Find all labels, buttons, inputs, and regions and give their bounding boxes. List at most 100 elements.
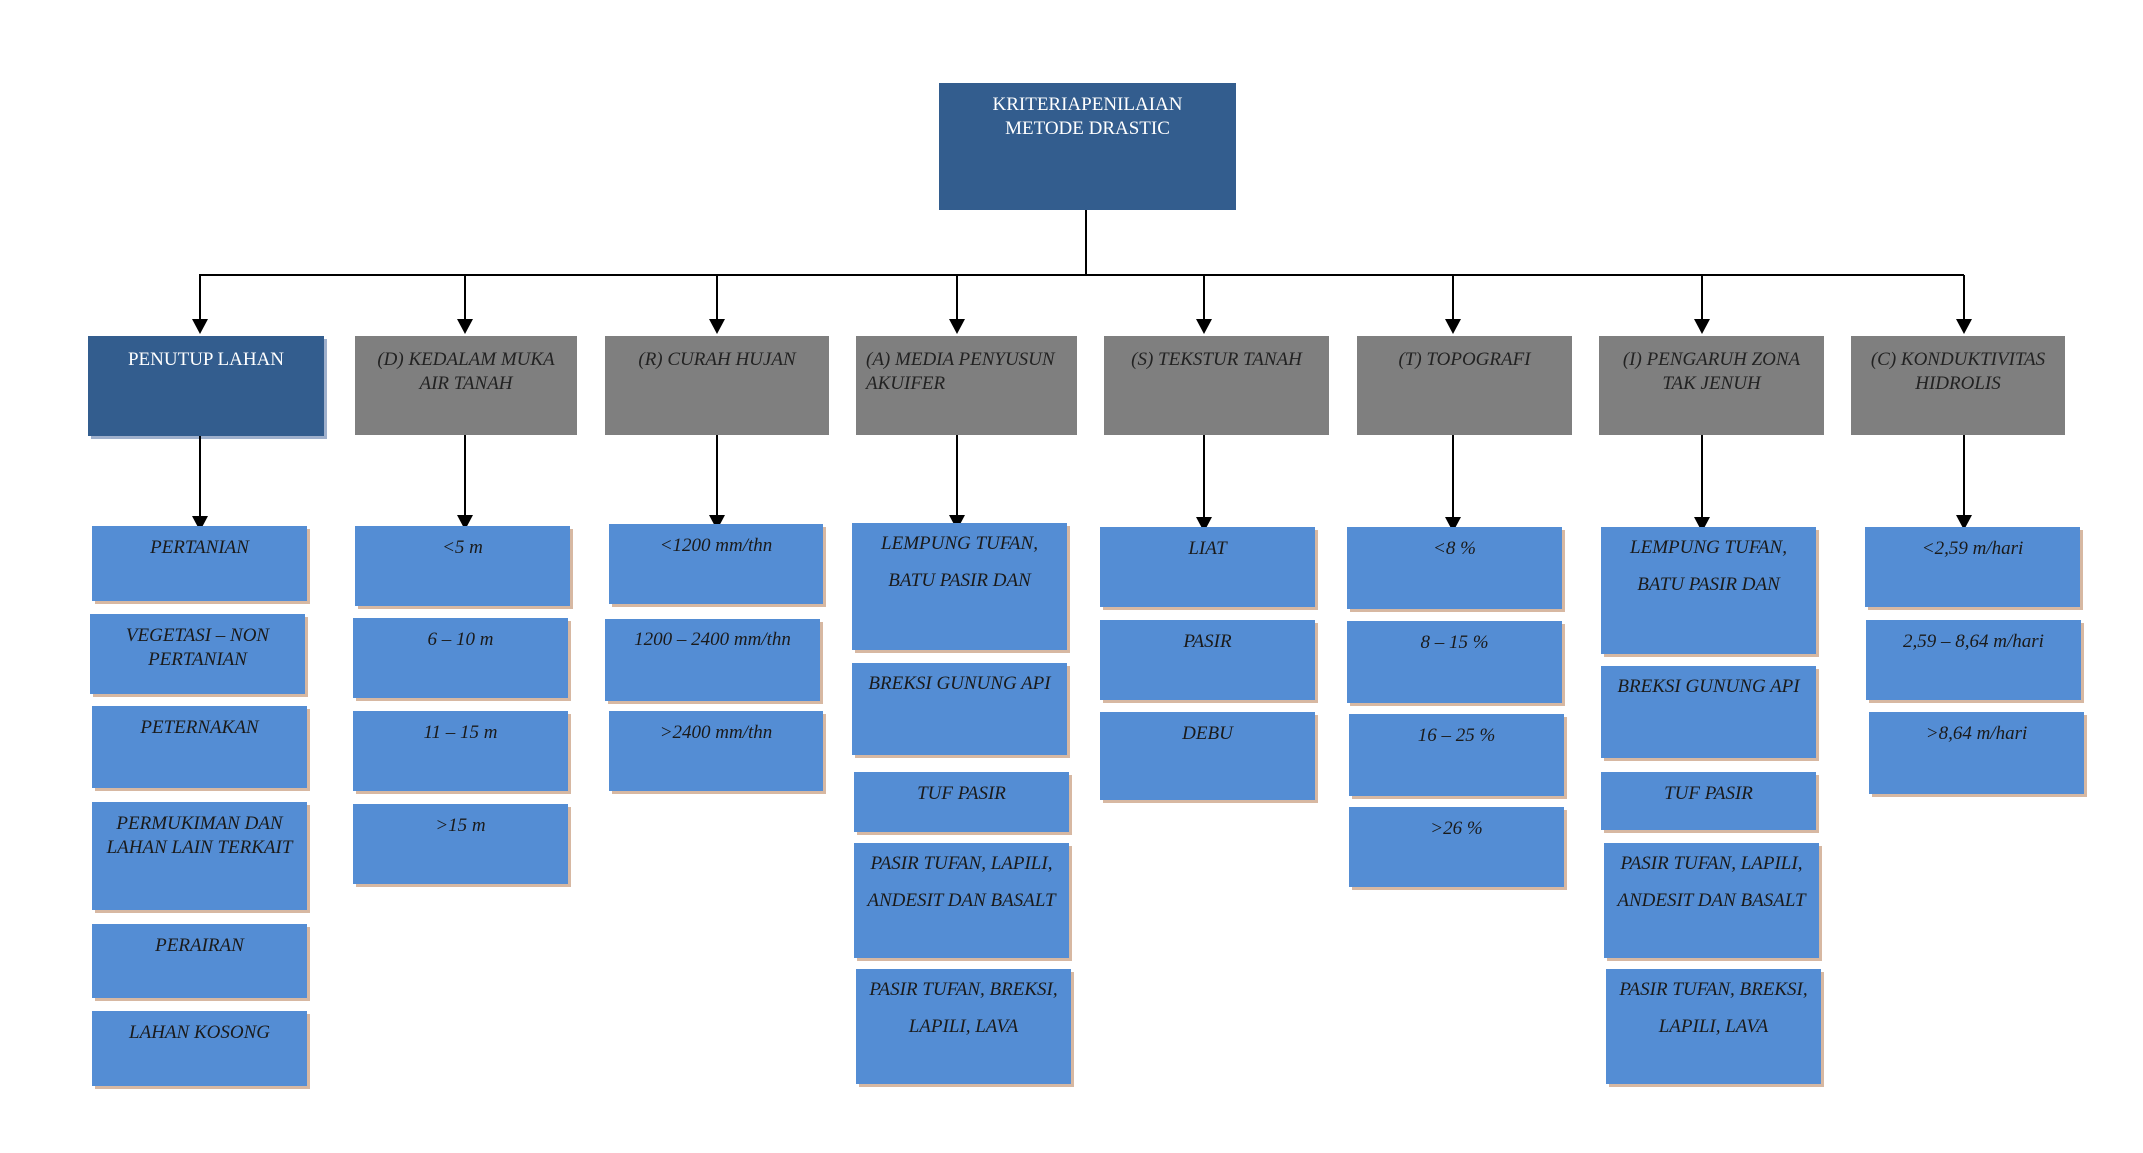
node-label: <1200 mm/thn — [659, 535, 773, 556]
header-konduktivitas-hidrolis: (C) KONDUKTIVITAS HIDROLIS — [1851, 336, 2065, 435]
node-label: 1200 – 2400 mm/thn — [634, 629, 791, 650]
arrow-head — [1445, 319, 1461, 334]
leaf-konduktivitas-1: <2,59 m/hari — [1865, 527, 2080, 607]
leaf-curah-hujan-1: <1200 mm/thn — [609, 524, 823, 604]
header-zona-tak-jenuh: (I) PENGARUH ZONA TAK JENUH — [1599, 336, 1824, 435]
leaf-akuifer-4: PASIR TUFAN, LAPILI, ANDESIT DAN BASALT — [854, 843, 1069, 958]
leaf-topografi-4: >26 % — [1349, 807, 1564, 887]
drop-line — [956, 275, 958, 319]
node-label: DEBU — [1182, 723, 1233, 744]
node-label: (A) MEDIA PENYUSUN AKUIFER — [866, 349, 1055, 394]
header-topografi: (T) TOPOGRAFI — [1357, 336, 1572, 435]
drop-line — [199, 436, 201, 518]
node-label: PERMUKIMAN DAN LAHAN LAIN TERKAIT — [106, 813, 293, 858]
leaf-zona-1: LEMPUNG TUFAN, BATU PASIR DAN — [1601, 527, 1816, 654]
node-label: >8,64 m/hari — [1925, 723, 2028, 744]
arrow-head — [1956, 319, 1972, 334]
node-label: <5 m — [442, 537, 483, 558]
header-media-akuifer: (A) MEDIA PENYUSUN AKUIFER — [856, 336, 1077, 435]
drop-line — [464, 275, 466, 319]
node-label: LEMPUNG TUFAN, BATU PASIR DAN — [881, 533, 1038, 591]
node-label: BREKSI GUNUNG API — [868, 673, 1051, 694]
node-label: VEGETASI – NON PERTANIAN — [125, 625, 270, 670]
drop-line — [1963, 275, 1965, 319]
arrow-head — [1694, 319, 1710, 334]
drop-line — [1203, 275, 1205, 319]
root-node: KRITERIAPENILAIAN METODE DRASTIC — [939, 83, 1236, 210]
node-label: PERTANIAN — [150, 537, 249, 558]
node-label: (R) CURAH HUJAN — [638, 349, 796, 370]
node-label: 2,59 – 8,64 m/hari — [1903, 631, 2044, 652]
drop-line — [716, 435, 718, 517]
node-label: 16 – 25 % — [1417, 725, 1496, 746]
node-label: LEMPUNG TUFAN, BATU PASIR DAN — [1630, 537, 1787, 595]
header-penutup-lahan: PENUTUP LAHAN — [88, 336, 324, 436]
leaf-topografi-1: <8 % — [1347, 527, 1562, 609]
leaf-kedalaman-4: >15 m — [353, 804, 568, 884]
node-label: (D) KEDALAM MUKA AIR TANAH — [377, 349, 555, 394]
leaf-akuifer-2: BREKSI GUNUNG API — [852, 663, 1067, 755]
node-label: (I) PENGARUH ZONA TAK JENUH — [1622, 349, 1801, 394]
leaf-curah-hujan-3: >2400 mm/thn — [609, 711, 823, 791]
node-label: <8 % — [1433, 538, 1476, 559]
drop-line — [1452, 275, 1454, 319]
drop-line — [1203, 435, 1205, 519]
leaf-topografi-3: 16 – 25 % — [1349, 714, 1564, 796]
arrow-head — [457, 319, 473, 334]
node-label: 8 – 15 % — [1420, 632, 1489, 653]
leaf-zona-2: BREKSI GUNUNG API — [1601, 666, 1816, 758]
leaf-akuifer-3: TUF PASIR — [854, 772, 1069, 832]
node-label: (S) TEKSTUR TANAH — [1131, 349, 1302, 370]
drop-line — [1701, 435, 1703, 519]
node-label: (T) TOPOGRAFI — [1398, 349, 1531, 370]
leaf-kedalaman-2: 6 – 10 m — [353, 618, 568, 698]
leaf-vegetasi-non-pertanian: VEGETASI – NON PERTANIAN — [90, 614, 305, 694]
leaf-akuifer-5: PASIR TUFAN, BREKSI, LAPILI, LAVA — [856, 969, 1071, 1084]
node-label: PASIR TUFAN, LAPILI, ANDESIT DAN BASALT — [867, 853, 1056, 911]
node-label: PASIR TUFAN, BREKSI, LAPILI, LAVA — [1619, 979, 1808, 1037]
leaf-permukiman: PERMUKIMAN DAN LAHAN LAIN TERKAIT — [92, 802, 307, 910]
leaf-akuifer-1: LEMPUNG TUFAN, BATU PASIR DAN — [852, 523, 1067, 650]
arrow-head — [1956, 515, 1972, 530]
node-label: PERAIRAN — [155, 935, 244, 956]
arrow-head — [192, 319, 208, 334]
leaf-tekstur-2: PASIR — [1100, 620, 1315, 700]
leaf-curah-hujan-2: 1200 – 2400 mm/thn — [605, 619, 820, 701]
arrow-head — [949, 319, 965, 334]
root-title-line2: METODE DRASTIC — [1005, 118, 1170, 139]
leaf-lahan-kosong: LAHAN KOSONG — [92, 1011, 307, 1086]
leaf-kedalaman-3: 11 – 15 m — [353, 711, 568, 791]
node-label: PASIR TUFAN, LAPILI, ANDESIT DAN BASALT — [1617, 853, 1806, 911]
root-connector — [1085, 210, 1087, 275]
leaf-pertanian: PERTANIAN — [92, 526, 307, 601]
drop-line — [1701, 275, 1703, 319]
node-label: TUF PASIR — [917, 783, 1006, 804]
header-curah-hujan: (R) CURAH HUJAN — [605, 336, 829, 435]
node-label: LAHAN KOSONG — [129, 1022, 270, 1043]
leaf-zona-3: TUF PASIR — [1601, 772, 1816, 830]
node-label: (C) KONDUKTIVITAS HIDROLIS — [1870, 349, 2046, 394]
node-label: TUF PASIR — [1664, 783, 1753, 804]
drop-line — [716, 275, 718, 319]
node-label: PASIR — [1183, 631, 1232, 652]
leaf-peternakan: PETERNAKAN — [92, 706, 307, 788]
leaf-tekstur-1: LIAT — [1100, 527, 1315, 607]
node-label: PENUTUP LAHAN — [127, 349, 285, 370]
leaf-konduktivitas-3: >8,64 m/hari — [1869, 712, 2084, 794]
node-label: >26 % — [1430, 818, 1483, 839]
leaf-perairan: PERAIRAN — [92, 924, 307, 998]
node-label: LIAT — [1188, 538, 1227, 559]
leaf-zona-5: PASIR TUFAN, BREKSI, LAPILI, LAVA — [1606, 969, 1821, 1084]
node-label: 11 – 15 m — [423, 722, 498, 743]
drop-line — [199, 275, 201, 319]
drop-line — [464, 435, 466, 517]
header-tekstur-tanah: (S) TEKSTUR TANAH — [1104, 336, 1329, 435]
header-kedalaman-air-tanah: (D) KEDALAM MUKA AIR TANAH — [355, 336, 577, 435]
node-label: PETERNAKAN — [140, 717, 259, 738]
arrow-head — [1196, 319, 1212, 334]
node-label: PASIR TUFAN, BREKSI, LAPILI, LAVA — [869, 979, 1058, 1037]
drop-line — [1963, 435, 1965, 517]
leaf-kedalaman-1: <5 m — [355, 526, 570, 606]
node-label: >2400 mm/thn — [659, 722, 773, 743]
